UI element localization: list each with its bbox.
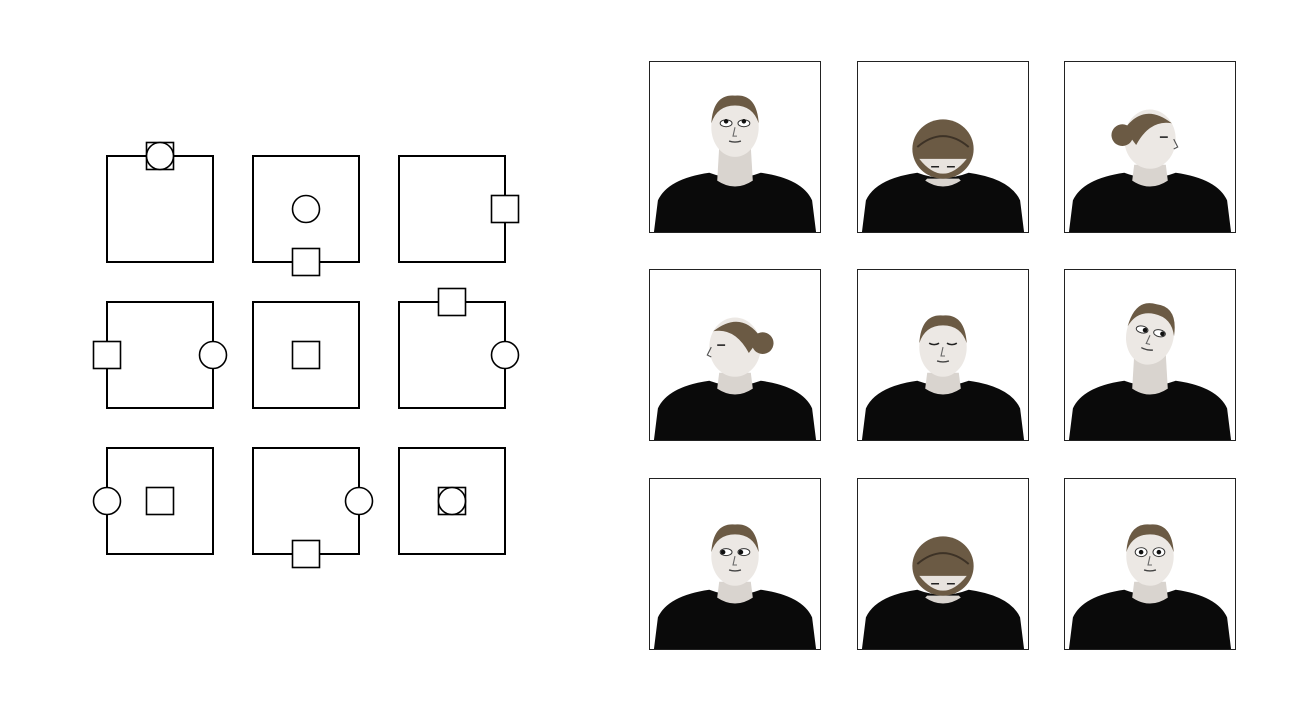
square-marker-bottom [291,539,321,569]
circle-marker-center [291,194,321,224]
square-marker-left [92,340,122,370]
circle-marker-center [437,486,467,516]
square-marker-center [291,340,321,370]
portrait-figure [653,524,817,649]
portrait-figure [653,317,817,440]
portrait-photo-head-down [857,61,1029,233]
portrait-figure [1068,303,1232,440]
portrait-photo-head-down [857,478,1029,650]
square-marker-top [437,287,467,317]
diagram-frame-bottom-square-right-circle [252,447,360,555]
square-marker-right [490,194,520,224]
circle-marker-top [145,141,175,171]
diagram-frame-top-square-right-circle [398,301,506,409]
diagram-frame-right-square [398,155,506,263]
circle-marker-right [490,340,520,370]
portrait-figure [861,536,1025,649]
portrait-figure [1068,524,1232,649]
portrait-figure [653,95,817,232]
portrait-photo-head-tilted-up-right [1064,269,1236,441]
portrait-photo-profile-right [1064,61,1236,233]
square-marker-center [145,486,175,516]
portrait-photo-frontal [649,478,821,650]
marker-position-diagram [92,141,520,569]
portrait-figure [861,315,1025,440]
portrait-photo-profile-left [649,269,821,441]
portrait-photo-frontal [1064,478,1236,650]
circle-marker-right [344,486,374,516]
diagram-frame-top-square-with-circle [106,155,214,263]
square-marker-bottom [291,247,321,277]
portrait-figure [1068,109,1232,232]
portrait-figure [861,119,1025,232]
diagram-frame-left-square-right-circle [106,301,214,409]
portrait-photo-head-tilted-up [649,61,821,233]
circle-marker-right [198,340,228,370]
portrait-photo-frontal [857,269,1029,441]
circle-marker-left [92,486,122,516]
